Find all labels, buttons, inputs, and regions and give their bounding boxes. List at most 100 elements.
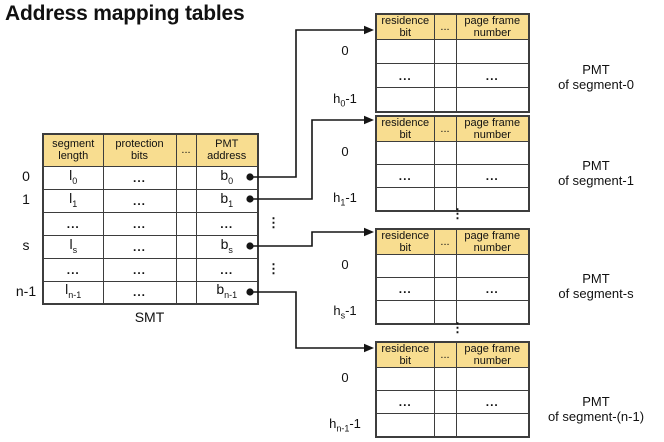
smt-cell-length-n-1: ln-1 xyxy=(42,280,104,305)
pmtn-row-label-first: 0 xyxy=(341,370,349,385)
pmt1-mid-c3: ... xyxy=(455,164,530,188)
pmt0-mid-c1: ... xyxy=(375,63,435,88)
table-row: l1 ... b1 xyxy=(42,188,259,213)
table-row: l0 ... b0 xyxy=(42,165,259,190)
smt-caption: SMT xyxy=(134,309,165,325)
smt-row-label-1: 1 xyxy=(22,191,30,207)
arrowhead-pmt0 xyxy=(364,25,374,35)
smt-row-label-0: 0 xyxy=(22,168,30,184)
pmt1-caption: PMT of segment-1 xyxy=(558,158,634,188)
smt-cell-protection-dots: ... xyxy=(102,211,177,236)
pmt0-row-label-last: h0-1 xyxy=(333,91,357,109)
vertical-ellipsis: ⋮ xyxy=(451,206,464,221)
pmts-mid-c1: ... xyxy=(375,277,435,301)
pmt-header-ellipsis: ... xyxy=(433,341,457,368)
smt-cell-protection-s: ... xyxy=(102,234,177,259)
pmtn-mid-c1: ... xyxy=(375,390,435,414)
pmt1-mid-c1: ... xyxy=(375,164,435,188)
vertical-ellipsis: ⋮ xyxy=(267,215,280,230)
pmt1-row-label-last: h1-1 xyxy=(333,190,357,208)
arrow-b1-to-pmt1 xyxy=(250,119,365,200)
smt-cell-pmtaddr-dots2: ... xyxy=(195,257,259,282)
arrowhead-pmts xyxy=(364,227,374,237)
table-row: ... ... xyxy=(375,277,530,301)
vertical-ellipsis: ⋮ xyxy=(267,261,280,276)
smt-cell-length-s: ls xyxy=(42,234,104,259)
pmt0-caption: PMT of segment-0 xyxy=(558,62,634,92)
pmtn-caption: PMT of segment-(n-1) xyxy=(547,394,645,424)
table-row: ... ... ... xyxy=(42,211,259,236)
smt-cell-protection-0: ... xyxy=(102,165,177,190)
vertical-ellipsis: ⋮ xyxy=(451,320,464,335)
pmt-header-ellipsis: ... xyxy=(433,115,457,142)
smt-cell-etc-1 xyxy=(175,188,197,213)
table-row xyxy=(375,141,530,165)
pmts-row-label-last: hs-1 xyxy=(333,303,357,321)
table-row: ... ... xyxy=(375,63,530,88)
table-row xyxy=(375,39,530,64)
pmtn-row-label-last: hn-1-1 xyxy=(329,416,361,434)
arrowhead-pmt1 xyxy=(364,115,374,125)
smt-cell-pmtaddr-0: b0 xyxy=(195,165,259,190)
smt-header-ellipsis: ... xyxy=(175,133,197,167)
table-row: ls ... bs xyxy=(42,234,259,259)
pmt-header-ellipsis: ... xyxy=(433,228,457,255)
table-row xyxy=(375,413,530,437)
table-row xyxy=(375,87,530,112)
arrowhead-pmtn xyxy=(364,343,374,353)
smt-cell-pmtaddr-n-1: bn-1 xyxy=(195,280,259,305)
pmts-mid-c3: ... xyxy=(455,277,530,301)
table-row xyxy=(375,367,530,391)
page-title: Address mapping tables xyxy=(5,2,245,25)
smt-row-label-s: s xyxy=(22,237,30,253)
smt-cell-protection-1: ... xyxy=(102,188,177,213)
smt-cell-pmtaddr-1: b1 xyxy=(195,188,259,213)
table-row: ... ... ... xyxy=(42,257,259,282)
smt-cell-length-dots2: ... xyxy=(42,257,104,282)
smt-cell-etc-dots2 xyxy=(175,257,197,282)
smt-cell-protection-n-1: ... xyxy=(102,280,177,305)
arrow-bs-to-pmts xyxy=(250,231,365,247)
pmt0-row-label-first: 0 xyxy=(341,43,349,58)
smt-cell-length-dots: ... xyxy=(42,211,104,236)
pmt1-row-label-first: 0 xyxy=(341,144,349,159)
smt-cell-etc-s xyxy=(175,234,197,259)
smt-cell-pmtaddr-s: bs xyxy=(195,234,259,259)
smt-cell-protection-dots2: ... xyxy=(102,257,177,282)
table-row xyxy=(375,300,530,324)
pmts-row-label-first: 0 xyxy=(341,257,349,272)
table-row: ... ... xyxy=(375,164,530,188)
pmt0-mid-c3: ... xyxy=(455,63,530,88)
table-row xyxy=(375,187,530,211)
table-row: ln-1 ... bn-1 xyxy=(42,280,259,305)
pmt-header-ellipsis: ... xyxy=(433,13,457,40)
smt-cell-length-0: l0 xyxy=(42,165,104,190)
smt-cell-etc-0 xyxy=(175,165,197,190)
table-row xyxy=(375,254,530,278)
smt-cell-pmtaddr-dots: ... xyxy=(195,211,259,236)
smt-row-label-n-1: n-1 xyxy=(15,283,37,299)
pmtn-mid-c3: ... xyxy=(455,390,530,414)
smt-cell-etc-dots xyxy=(175,211,197,236)
table-row: ... ... xyxy=(375,390,530,414)
